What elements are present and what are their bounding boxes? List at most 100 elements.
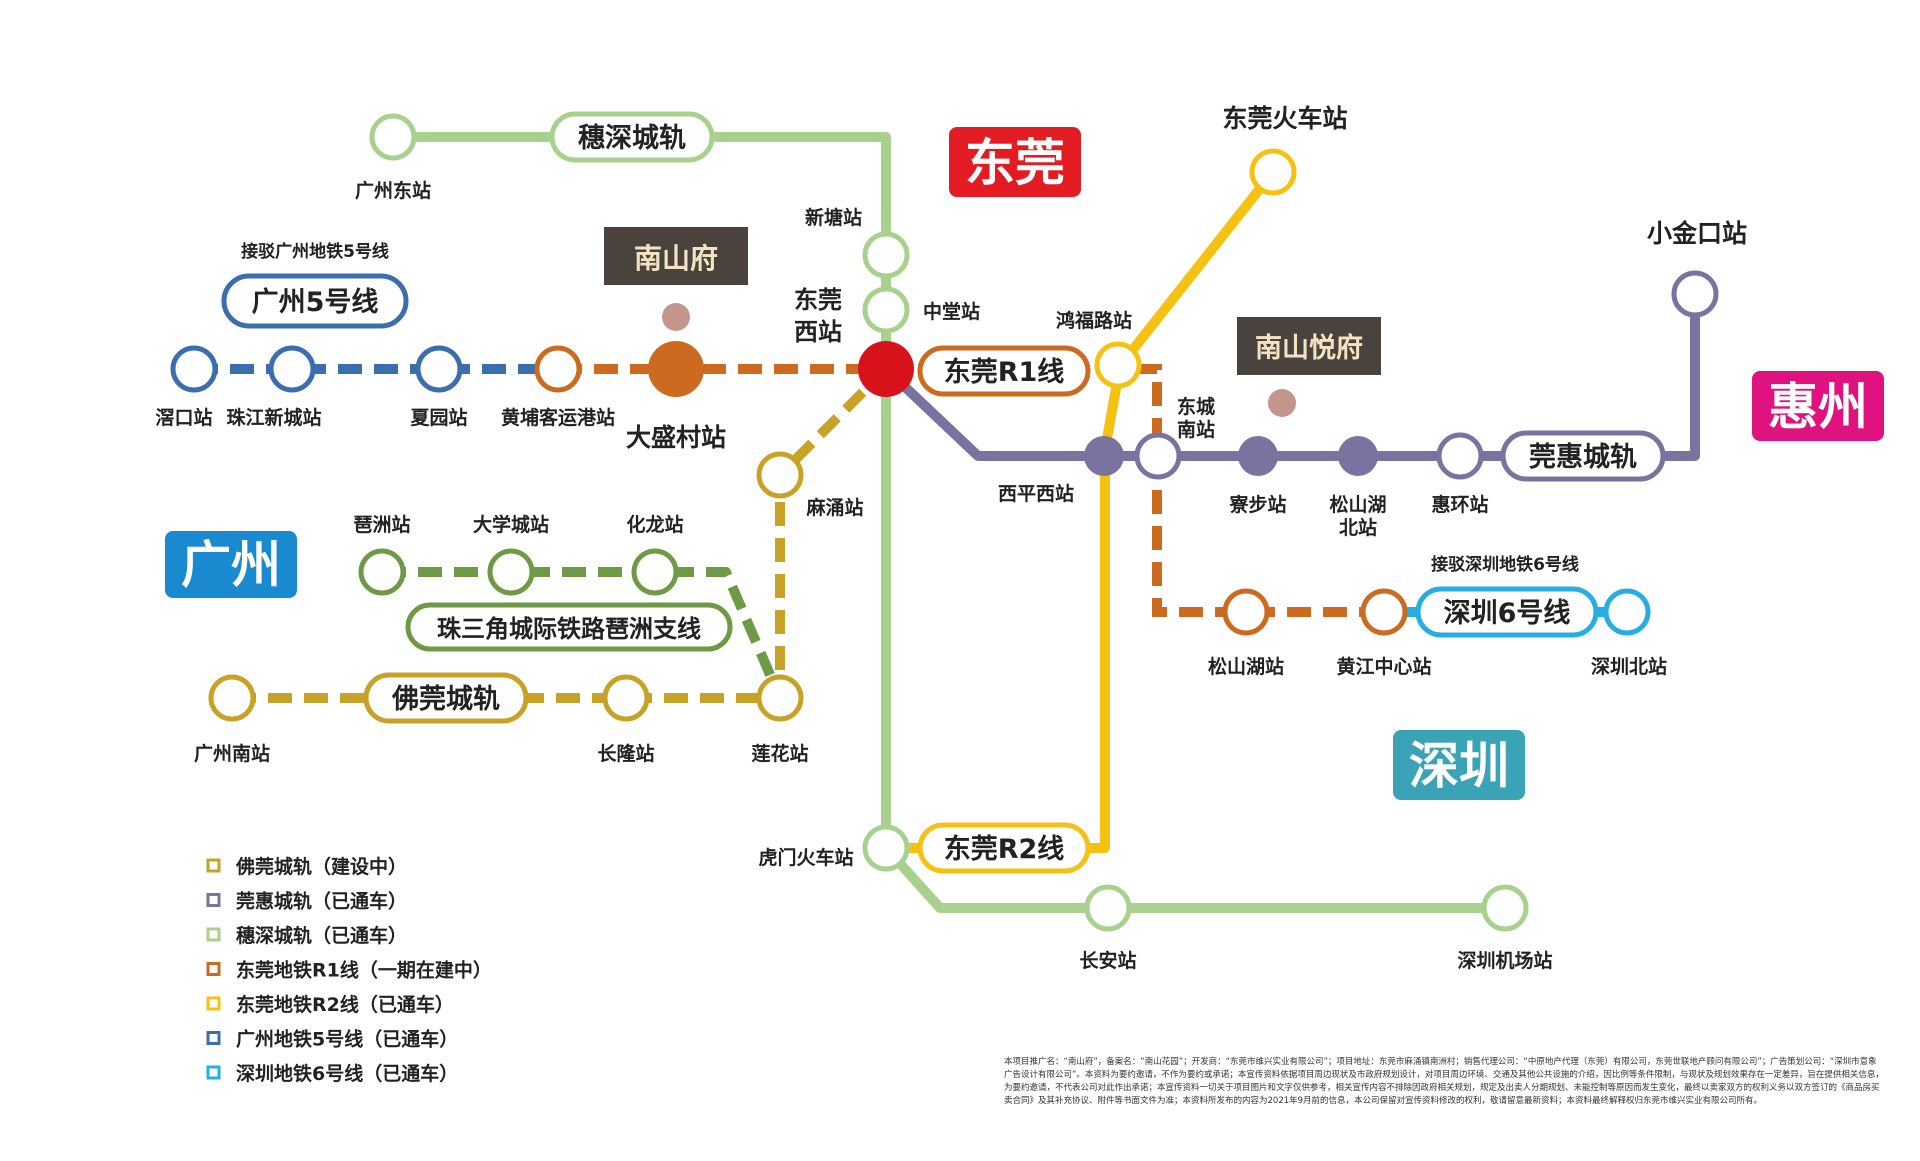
label-changan: 长安站 xyxy=(1079,949,1136,972)
label-guangzhoudong: 广州东站 xyxy=(355,179,431,202)
pill-guanhui-label: 莞惠城轨 xyxy=(1529,441,1637,473)
project-nanshanyuefu-label: 南山悦府 xyxy=(1255,332,1363,364)
pill-guanhui: 莞惠城轨 xyxy=(1500,430,1666,482)
legend-swatch xyxy=(206,927,221,942)
line-r2 xyxy=(886,168,1277,853)
pill-r1: 东莞R1线 xyxy=(917,345,1091,397)
station-xipingxi xyxy=(1084,436,1124,476)
pill-r1-label: 东莞R1线 xyxy=(944,356,1065,388)
station-xiayuan xyxy=(415,345,463,393)
legend-swatch xyxy=(206,1065,221,1080)
region-shenzhen-label: 深圳 xyxy=(1409,737,1509,795)
pill-suishen-label: 穗深城轨 xyxy=(578,122,686,154)
legend-label: 广州地铁5号线（已通车） xyxy=(236,1028,458,1051)
region-huizhou: 惠州 xyxy=(1752,371,1884,441)
station-jiaokou xyxy=(170,345,218,393)
project-nanshanyuefu: 南山悦府 xyxy=(1237,317,1381,417)
label-jiaokou: 滘口站 xyxy=(155,406,212,429)
station-changlong xyxy=(602,674,650,722)
station-changan xyxy=(1084,884,1132,932)
label-zhongtang: 中堂站 xyxy=(923,300,980,323)
station-huangpu xyxy=(534,345,582,393)
pill-sz6-label: 深圳6号线 xyxy=(1444,598,1571,629)
legend-swatch xyxy=(206,996,221,1011)
label-daxuecheng: 大学城站 xyxy=(473,513,549,536)
region-dongguan: 东莞 xyxy=(949,127,1081,197)
station-dongguanhuoche xyxy=(1249,148,1297,196)
station-dongguanxi-hub xyxy=(858,341,914,397)
pill-sz6: 深圳6号线 xyxy=(1415,586,1599,638)
label-dongguanxi-1: 东莞 xyxy=(794,286,842,314)
pill-gz5: 广州5号线 xyxy=(221,273,409,329)
station-daxuecheng xyxy=(487,548,535,596)
station-dongcheng xyxy=(1134,432,1182,480)
station-songshanhu xyxy=(1222,588,1270,636)
legend-label: 深圳地铁6号线（已通车） xyxy=(236,1062,458,1085)
label-mayong: 麻涌站 xyxy=(805,496,863,519)
label-huangpu: 黄埔客运港站 xyxy=(501,406,615,429)
sz6-note: 接驳深圳地铁6号线 xyxy=(1431,554,1579,575)
region-dongguan-label: 东莞 xyxy=(965,134,1065,192)
label-lianhua: 莲花站 xyxy=(751,742,808,765)
station-humen xyxy=(862,824,910,872)
label-changlong: 长隆站 xyxy=(597,742,654,765)
station-guangzhoudong xyxy=(369,113,417,161)
label-xipingxi: 西平西站 xyxy=(998,482,1074,505)
label-dongcheng-1: 东城 xyxy=(1177,395,1215,418)
station-shenzhenbei xyxy=(1603,588,1651,636)
label-dashengcun: 大盛村站 xyxy=(626,423,726,452)
legend-label: 佛莞城轨（建设中） xyxy=(235,855,407,878)
station-honghulu xyxy=(1094,341,1142,389)
station-shenzhenjichang xyxy=(1481,884,1529,932)
label-pazhou: 琶洲站 xyxy=(353,513,410,536)
station-huihuan xyxy=(1436,432,1484,480)
station-xiaojinkou xyxy=(1671,270,1719,318)
station-liaobu xyxy=(1238,436,1278,476)
legend-label: 东莞地铁R1线（一期在建中） xyxy=(236,959,492,982)
label-hualong: 化龙站 xyxy=(626,513,683,536)
station-mayong xyxy=(756,451,804,499)
project-nanshanfu: 南山府 xyxy=(604,227,748,331)
project-nanshanfu-dot xyxy=(662,303,690,331)
label-dongcheng-2: 南站 xyxy=(1177,418,1215,441)
label-huangjiang: 黄江中心站 xyxy=(1336,655,1431,678)
pill-zhusan-label: 珠三角城际铁路琶洲支线 xyxy=(437,615,701,643)
label-xiaojinkou: 小金口站 xyxy=(1647,219,1747,248)
disclaimer-text: 本项目推广名：“南山府”，备案名：“南山花园”；开发商：“东莞市维兴实业有限公司… xyxy=(1004,1057,1884,1106)
label-xintang: 新塘站 xyxy=(805,206,862,229)
station-pazhou xyxy=(358,548,406,596)
label-huihuan: 惠环站 xyxy=(1431,493,1488,516)
legend-swatch xyxy=(206,893,221,907)
station-huangjiang xyxy=(1360,588,1408,636)
station-zhujiangxincheng xyxy=(268,345,316,393)
station-hualong xyxy=(631,548,679,596)
line-guanhui xyxy=(882,294,1700,461)
station-guangzhounan xyxy=(208,674,256,722)
station-zhongtang xyxy=(862,286,910,334)
label-dongguanhuoche: 东莞火车站 xyxy=(1222,104,1347,133)
label-honghulu: 鸿福路站 xyxy=(1056,309,1132,332)
region-guangzhou: 广州 xyxy=(165,531,297,598)
legend-swatch xyxy=(206,962,221,976)
region-guangzhou-label: 广州 xyxy=(181,536,281,594)
legend-swatch xyxy=(206,1031,221,1045)
label-songshanhubei-1: 松山湖 xyxy=(1329,493,1386,516)
label-dongguanxi-2: 西站 xyxy=(794,318,842,346)
pill-r2: 东莞R2线 xyxy=(917,822,1091,874)
label-songshanhubei-2: 北站 xyxy=(1339,516,1377,539)
label-xiayuan: 夏园站 xyxy=(410,406,467,429)
project-nanshanyuefu-dot xyxy=(1268,389,1296,417)
region-shenzhen: 深圳 xyxy=(1393,730,1525,800)
legend-label: 东莞地铁R2线（已通车） xyxy=(236,993,454,1016)
label-humen: 虎门火车站 xyxy=(758,846,853,869)
label-guangzhounan: 广州南站 xyxy=(194,742,270,765)
station-lianhua xyxy=(756,674,804,722)
pill-zhusan: 珠三角城际铁路琶洲支线 xyxy=(405,602,733,652)
region-huizhou-label: 惠州 xyxy=(1768,378,1868,436)
station-xintang xyxy=(862,231,910,279)
pill-suishen: 穗深城轨 xyxy=(549,111,715,163)
legend-label: 穗深城轨（已通车） xyxy=(236,924,407,947)
label-zhujiangxincheng: 珠江新城站 xyxy=(226,406,321,429)
